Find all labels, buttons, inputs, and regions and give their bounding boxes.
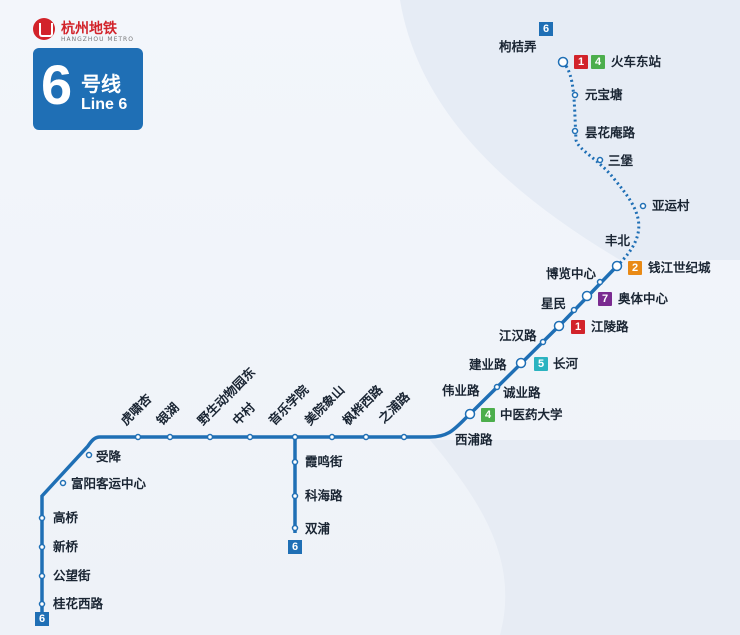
station-dot[interactable] [85,451,93,459]
station-label-kehailu: 科海路 [305,488,343,503]
station-label-yayuncun: 亚运村 [652,198,690,213]
station-dot[interactable] [59,479,67,487]
transfer-line-4-badge-zhongyiyao: 4 [481,408,495,422]
transfer-line-1-badge: 1 [574,55,588,69]
station-label-qianjiangshijicheng: 钱江世纪城 [648,260,711,275]
station-dot[interactable] [134,433,142,441]
station-label-weiyelu: 伟业路 [442,383,480,398]
station-label-gaoqiao: 高桥 [53,510,79,525]
station-dot[interactable] [362,433,370,441]
terminal-marker-north: 6 [539,22,553,36]
station-dot[interactable] [400,433,408,441]
terminal-marker-west: 6 [35,612,49,626]
station-dot[interactable] [639,202,647,210]
station-label-guihuaxilu: 桂花西路 [53,596,104,611]
metro-logo: 杭州地铁 HANGZHOU METRO [33,18,143,48]
station-label-xinqiao: 新桥 [53,539,79,554]
station-dot[interactable] [38,600,46,608]
station-dot[interactable] [246,433,254,441]
transfer-line-2-badge: 2 [628,261,642,275]
transfer-line-5-badge: 5 [534,357,548,371]
station-label-yuanbaotang: 元宝塘 [585,87,623,102]
station-label-xingmin: 星民 [541,296,567,311]
station-dot[interactable] [557,56,569,68]
station-dot[interactable] [515,357,527,369]
metro-logo-icon [33,18,55,40]
station-label-jianglinglu: 江陵路 [591,319,629,334]
station-dot[interactable] [206,433,214,441]
station-dot[interactable] [570,306,578,314]
station-dot[interactable] [166,433,174,441]
station-label-xipulu: 西浦路 [455,432,493,447]
station-dot[interactable] [291,433,299,441]
station-label-tanhuaanlu: 昙花庵路 [585,125,636,140]
transfer-line-7-badge: 7 [598,292,612,306]
metro-name-en: HANGZHOU METRO [61,36,134,43]
station-dot[interactable] [38,514,46,522]
station-dot[interactable] [581,290,593,302]
station-dot[interactable] [539,338,547,346]
transfer-line-1-badge-jiangling: 1 [571,320,585,334]
station-dot[interactable] [596,156,604,164]
station-label-chengyelu: 诚业路 [503,385,541,400]
station-label-shuangpu: 双浦 [305,521,331,536]
station-label-gongwangjie: 公望街 [53,568,91,583]
transfer-line-4-badge: 4 [591,55,605,69]
station-label-shoujiang: 受降 [96,449,122,464]
station-dot[interactable] [291,458,299,466]
bg-shape-bottom [430,440,740,635]
metro-name-cn: 杭州地铁 [61,21,117,37]
station-label-changhe: 长河 [553,356,579,371]
terminal-marker-branch: 6 [288,540,302,554]
line-badge: 6 号线 Line 6 [33,48,143,130]
station-dot[interactable] [328,433,336,441]
route-dashed-north [561,60,641,268]
station-dot[interactable] [291,524,299,532]
station-label-fuyangkeyunzhongxin: 富阳客运中心 [71,476,147,491]
station-dot[interactable] [571,91,579,99]
station-dot[interactable] [464,408,476,420]
station-dot[interactable] [571,127,579,135]
line-name-en: Line 6 [81,96,128,113]
station-dot[interactable] [291,492,299,500]
station-label-goujunong: 枸桔弄 [499,39,537,54]
route-main [40,264,619,612]
station-label-zhongyiyaodaxue: 中医药大学 [500,407,563,422]
station-dot[interactable] [611,260,623,272]
station-label-huochedongzhan: 火车东站 [611,54,662,69]
bg-shape-top [400,0,740,260]
station-label-fengbei: 丰北 [605,233,631,248]
station-dot[interactable] [493,383,501,391]
station-dot[interactable] [38,572,46,580]
line-suffix-cn: 号线 [81,72,121,96]
line-number: 6 [41,53,73,116]
station-label-xiamingjie: 霞鸣街 [305,454,343,469]
station-dot[interactable] [596,278,604,286]
station-dot[interactable] [553,320,565,332]
station-label-sanbao: 三堡 [608,153,634,168]
station-label-bolanzhongxin: 博览中心 [546,266,597,281]
station-dot[interactable] [38,543,46,551]
station-label-jianghanlu: 江汉路 [499,328,537,343]
station-label-jianyelu: 建业路 [469,357,507,372]
station-label-aotizhongxin: 奥体中心 [618,291,669,306]
